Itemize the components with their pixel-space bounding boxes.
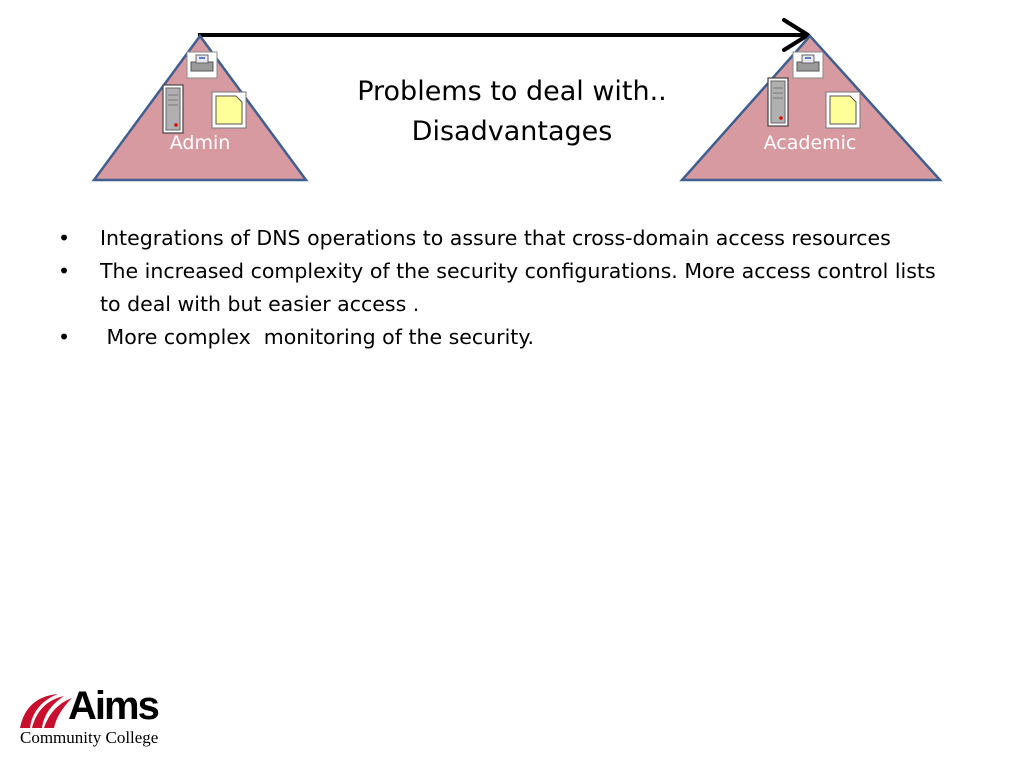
- logo-subtitle: Community College: [20, 728, 159, 747]
- slide-title-line2: Disadvantages: [411, 116, 613, 147]
- admin-domain-label: Admin: [169, 132, 231, 154]
- bullet-list: Integrations of DNS operations to assure…: [58, 222, 938, 354]
- trust-arrow: [198, 18, 810, 52]
- bullet-item: Integrations of DNS operations to assure…: [58, 222, 938, 255]
- server-icon: [767, 77, 789, 127]
- admin-domain-triangle: [91, 33, 309, 182]
- trust-diagram: [91, 18, 943, 182]
- server-icon: [162, 84, 184, 134]
- folder-icon: [211, 91, 247, 129]
- slide-title: Problems to deal with.. Disadvantages: [312, 72, 712, 152]
- printer-icon: [792, 51, 824, 79]
- academic-domain-triangle: [679, 34, 943, 182]
- printer-icon: [186, 51, 218, 79]
- logo-swoosh-icon: [20, 694, 72, 728]
- slide-title-line1: Problems to deal with..: [357, 76, 667, 107]
- folder-icon: [825, 91, 861, 129]
- college-logo: Aims Community College: [18, 684, 180, 748]
- logo-wordmark: Aims: [68, 684, 160, 728]
- academic-domain-label: Academic: [763, 132, 857, 154]
- bullet-item: More complex monitoring of the security.: [58, 321, 938, 354]
- bullet-item: The increased complexity of the security…: [58, 255, 938, 321]
